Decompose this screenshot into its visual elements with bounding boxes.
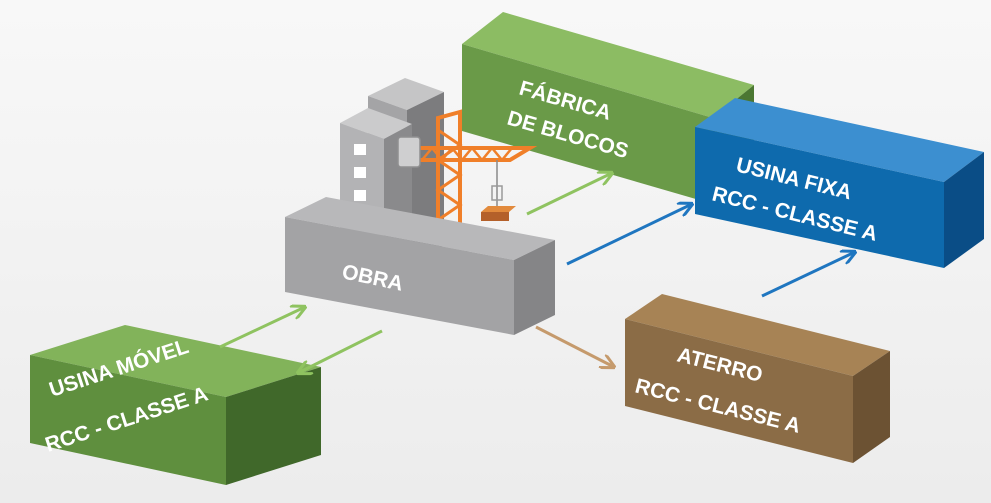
crane-load-top <box>481 206 516 212</box>
fabrica-top-face <box>462 12 754 118</box>
obra-side-face <box>514 240 555 335</box>
arrow-aterro-to-usina-fixa <box>761 252 855 298</box>
usina-fixa-front-face <box>695 127 944 268</box>
aterro-front-face <box>625 319 853 463</box>
fabrica-front-face <box>462 44 713 204</box>
arrow-usina-movel-to-obra <box>219 307 305 349</box>
obra-top-face <box>285 197 555 260</box>
usina-fixa-side-face <box>944 152 984 268</box>
aterro-top-face <box>625 294 890 376</box>
box-aterro: ATERRO RCC - CLASSE A <box>625 294 890 463</box>
usina-movel-top-face <box>30 325 321 397</box>
arrow-obra-to-aterro <box>535 325 614 367</box>
building-window <box>354 167 366 178</box>
building-window <box>354 144 366 155</box>
arrow-obra-to-fabrica <box>526 173 612 216</box>
box-usina-movel: USINA MÓVEL RCC - CLASSE A <box>30 325 321 485</box>
arrow-obra-to-usina-movel <box>298 329 383 373</box>
crane-mast-bracing <box>435 128 463 222</box>
building-front-top <box>340 108 412 139</box>
usina-movel-side-face <box>226 367 321 485</box>
usina-fixa-top-face <box>695 98 984 182</box>
crane-icon <box>397 109 538 230</box>
arrow-obra-to-usina-fixa <box>566 204 692 266</box>
obra-building-group: OBRA <box>285 78 555 335</box>
building-back-top <box>368 78 444 110</box>
aterro-side-face <box>853 351 890 463</box>
crane-load <box>481 212 509 221</box>
box-usina-fixa: USINA FIXA RCC - CLASSE A <box>695 98 984 268</box>
usina-movel-front-face <box>30 355 226 485</box>
crane-hook <box>491 185 503 201</box>
crane-counterweight <box>397 136 421 168</box>
building-window <box>354 190 366 201</box>
crane-jib-bracing <box>421 146 513 162</box>
obra-front-face <box>285 217 514 335</box>
